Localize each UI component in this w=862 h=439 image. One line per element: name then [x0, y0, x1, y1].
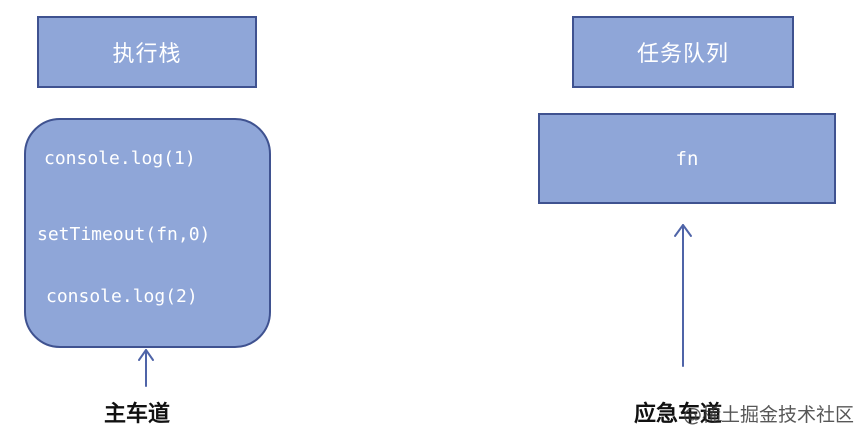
emergency-road-arrow	[674, 224, 692, 367]
execution-stack-title-box: 执行栈	[37, 16, 257, 88]
execution-stack-title: 执行栈	[112, 42, 182, 67]
main-road-arrow	[138, 349, 154, 387]
main-road-label: 主车道	[104, 402, 171, 427]
execution-stack-box: console.log(1) setTimeout(fn,0) console.…	[24, 118, 271, 348]
stack-code-line: console.log(1)	[44, 148, 196, 169]
task-queue-item: fn	[675, 147, 699, 170]
task-queue-title: 任务队列	[636, 42, 729, 67]
stack-code-line: console.log(2)	[46, 286, 198, 307]
watermark: @稀土掘金技术社区	[683, 404, 855, 426]
task-queue-title-box: 任务队列	[572, 16, 794, 88]
task-queue-box: fn	[538, 113, 836, 204]
emergency-road-label: 应急车道	[634, 402, 723, 427]
stack-code-line: setTimeout(fn,0)	[37, 224, 211, 245]
